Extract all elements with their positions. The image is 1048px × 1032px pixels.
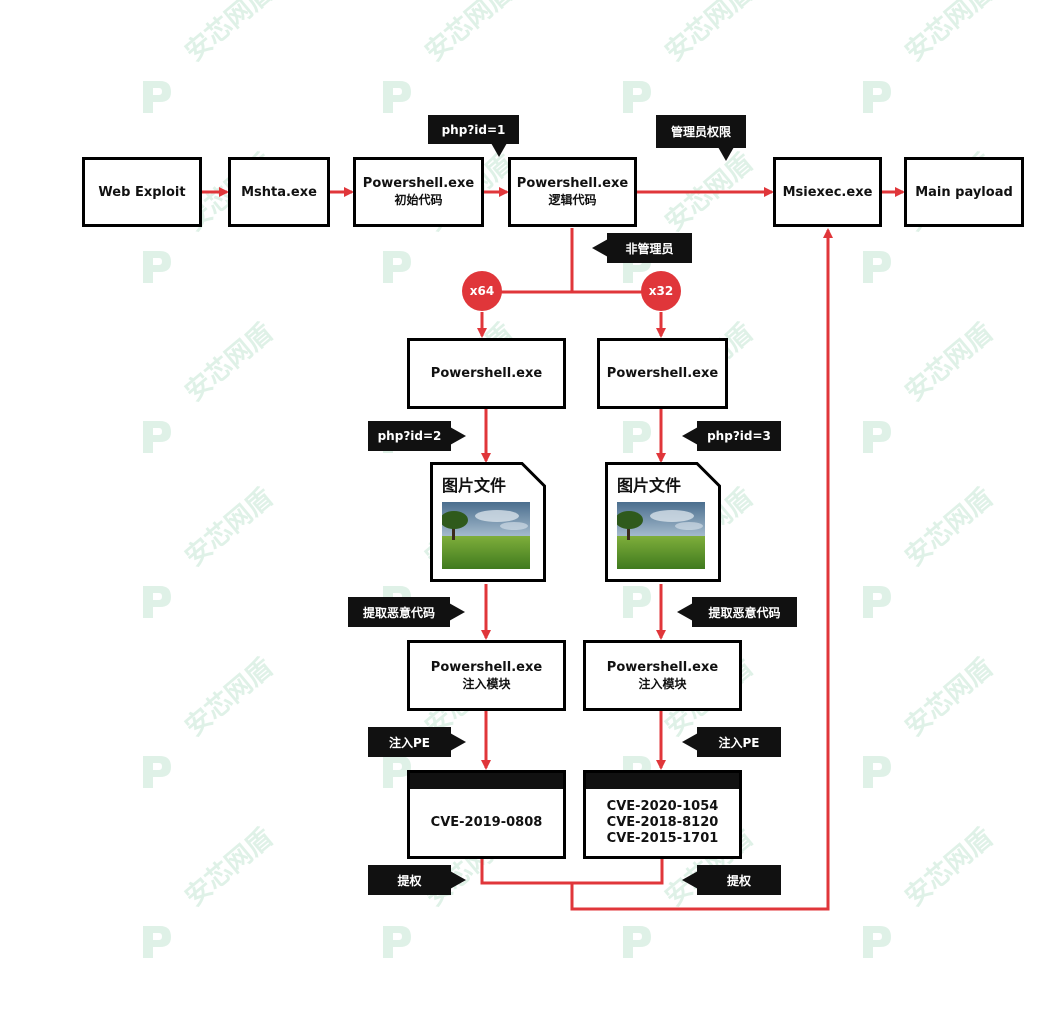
powershell-x32-box: Powershell.exe: [597, 338, 728, 409]
brand-logo-icon: [383, 926, 411, 958]
powershell-logic-line2: 逻辑代码: [548, 193, 597, 207]
image-file-left-title: 图片文件: [442, 476, 507, 495]
escalate-return-line: [570, 228, 833, 911]
tag-non-admin: 非管理员: [592, 233, 692, 263]
cve-right-item: CVE-2015-1701: [606, 830, 719, 846]
mshta-box: Mshta.exe: [228, 157, 330, 227]
brand-logo-icon: [383, 251, 411, 283]
tag-inject-pe-right-text: 注入PE: [718, 735, 760, 750]
tag-php-id-3: php?id=3: [682, 421, 781, 451]
powershell-logic-line1: Powershell.exe: [516, 176, 629, 191]
main-payload-box: Main payload: [904, 157, 1024, 227]
tag-extract-left-text: 提取恶意代码: [362, 605, 435, 620]
brand-logo-icon: [623, 926, 651, 958]
inject-module-right-line2: 注入模块: [638, 676, 687, 691]
tag-escalate-right: 提权: [682, 865, 781, 895]
brand-logo-icon: [383, 81, 411, 113]
brand-logo-icon: [863, 421, 891, 453]
tag-php-id-1-text: php?id=1: [441, 122, 506, 137]
inject-module-left-line2: 注入模块: [462, 676, 511, 691]
brand-logo-icon: [623, 421, 651, 453]
image-file-left: 图片文件: [430, 462, 546, 582]
tag-escalate-left-text: 提权: [397, 873, 422, 888]
web-exploit-label: Web Exploit: [98, 184, 186, 200]
inject-module-right-box: Powershell.exe 注入模块: [583, 640, 742, 711]
brand-logo-icon: [863, 251, 891, 283]
brand-logo-icon: [143, 756, 171, 788]
brand-logo-icon: [143, 81, 171, 113]
brand-logo-icon: [863, 756, 891, 788]
tag-non-admin-text: 非管理员: [625, 241, 674, 256]
tag-php-id-3-text: php?id=3: [707, 429, 771, 443]
brand-logo-icon: [143, 926, 171, 958]
powershell-initial-box: Powershell.exe 初始代码: [353, 157, 484, 227]
tag-inject-pe-left: 注入PE: [368, 727, 466, 757]
cve-right-item: CVE-2018-8120: [606, 814, 719, 830]
powershell-x64-box: Powershell.exe: [407, 338, 566, 409]
x32-circle: x32: [641, 271, 681, 311]
cve-right-item: CVE-2020-1054: [606, 798, 719, 814]
cve-left-list: CVE-2019-0808: [410, 789, 563, 856]
brand-logo-icon: [383, 756, 411, 788]
brand-logo-icon: [143, 251, 171, 283]
tag-extract-left: 提取恶意代码: [348, 597, 465, 627]
x32-circle-text: x32: [648, 284, 674, 298]
x64-circle-text: x64: [469, 284, 495, 298]
cve-right-header-bar: [586, 773, 739, 789]
powershell-initial-line1: Powershell.exe: [362, 176, 475, 191]
brand-logo-icon: [863, 81, 891, 113]
tag-php-id-2-text: php?id=2: [377, 429, 442, 443]
tag-php-id-2: php?id=2: [368, 421, 466, 451]
inject-module-left-box: Powershell.exe 注入模块: [407, 640, 566, 711]
powershell-logic-box: Powershell.exe 逻辑代码: [508, 157, 637, 227]
brand-logo-icon: [863, 586, 891, 618]
tag-inject-pe-right: 注入PE: [682, 727, 781, 757]
tag-extract-right: 提取恶意代码: [677, 597, 797, 627]
powershell-x32-label: Powershell.exe: [606, 366, 719, 381]
cve-left-item: CVE-2019-0808: [430, 814, 543, 830]
cve-left-header-bar: [410, 773, 563, 789]
tag-escalate-left: 提权: [368, 865, 466, 895]
inject-module-right-line1: Powershell.exe: [606, 659, 719, 675]
mshta-label: Mshta.exe: [241, 184, 317, 200]
x64-circle: x64: [462, 271, 502, 311]
powershell-x64-label: Powershell.exe: [430, 366, 543, 381]
tag-inject-pe-left-text: 注入PE: [389, 735, 430, 750]
landscape-image: [442, 502, 530, 569]
brand-logo-icon: [623, 81, 651, 113]
tag-escalate-right-text: 提权: [726, 873, 751, 888]
tag-admin-privilege-text: 管理员权限: [670, 125, 731, 139]
brand-logo-icon: [143, 586, 171, 618]
cve-left-box: CVE-2019-0808: [407, 770, 566, 859]
brand-logo-icon: [623, 586, 651, 618]
web-exploit-box: Web Exploit: [82, 157, 202, 227]
landscape-image: [617, 502, 705, 569]
brand-logo-icon: [863, 926, 891, 958]
image-file-right: 图片文件: [605, 462, 721, 582]
image-file-right-title: 图片文件: [617, 476, 682, 495]
tag-admin-privilege: 管理员权限: [656, 115, 746, 161]
main-payload-label: Main payload: [915, 184, 1013, 200]
msiexec-label: Msiexec.exe: [782, 184, 873, 200]
tag-extract-right-text: 提取恶意代码: [708, 605, 781, 620]
msiexec-box: Msiexec.exe: [773, 157, 882, 227]
inject-module-left-line1: Powershell.exe: [430, 659, 543, 675]
tag-php-id-1: php?id=1: [428, 115, 519, 157]
powershell-initial-line2: 初始代码: [394, 193, 443, 207]
escalate-merge-line: [480, 858, 664, 885]
brand-logo-icon: [143, 421, 171, 453]
